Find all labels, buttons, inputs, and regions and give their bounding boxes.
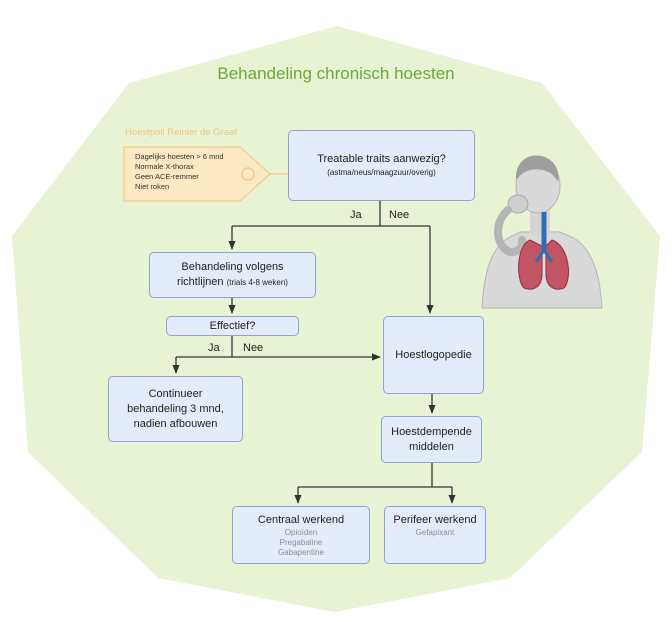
drug-item: Opioïden xyxy=(284,527,318,537)
node-hoestlogopedie: Hoestlogopedie xyxy=(383,316,484,394)
edge-label-nee: Nee xyxy=(243,342,264,354)
node-title: Centraal werkend xyxy=(257,513,345,526)
node-centraal-werkend: Centraal werkend Opioïden Pregabaline Ga… xyxy=(232,506,370,564)
flow-connectors xyxy=(172,201,456,504)
drug-item: Gabapentine xyxy=(278,547,324,557)
drug-item: Gefapixant xyxy=(415,528,455,537)
criteria-tag-shape xyxy=(123,146,271,202)
node-effectief: Effectief? xyxy=(166,316,299,336)
criteria-item: Niet roken xyxy=(135,182,170,191)
criteria-list: Dagelijks hoesten > 6 mnd Normale X-thor… xyxy=(135,152,224,192)
node-title-line3: nadien afbouwen xyxy=(133,417,218,430)
node-treatable-traits: Treatable traits aanwezig? (astma/neus/m… xyxy=(288,130,475,201)
node-title-line2: richtlijnen xyxy=(177,276,224,288)
node-title-line2: behandeling 3 mnd, xyxy=(127,402,224,415)
node-title: Effectief? xyxy=(209,319,256,332)
node-title: Treatable traits aanwezig? xyxy=(317,153,446,165)
tag-hole-icon xyxy=(241,167,255,181)
node-subtitle: (astma/neus/maagzuur/overig) xyxy=(327,168,436,177)
right-lung-icon xyxy=(545,239,569,290)
coughing-person-illustration xyxy=(481,155,603,309)
criteria-item: Dagelijks hoesten > 6 mnd xyxy=(135,152,224,161)
node-title-line1: Continueer xyxy=(148,387,203,400)
node-title: Hoestlogopedie xyxy=(395,348,472,361)
node-title: Perifeer werkend xyxy=(393,514,477,526)
criteria-item: Geen ACE-remmer xyxy=(135,172,199,181)
node-perifeer-werkend: Perifeer werkend Gefapixant xyxy=(384,506,486,564)
edge-label-ja: Ja xyxy=(350,209,362,221)
node-title-line2: middelen xyxy=(409,440,454,453)
node-title: Behandeling volgens xyxy=(181,261,284,273)
node-continueer: Continueer behandeling 3 mnd, nadien afb… xyxy=(108,376,243,442)
edge-label-nee: Nee xyxy=(389,209,410,221)
criteria-item: Normale X-thorax xyxy=(135,162,194,171)
page-title: Behandeling chronisch hoesten xyxy=(217,64,455,83)
node-trial-note: (trials 4-8 weken) xyxy=(226,278,288,287)
edge-label-ja: Ja xyxy=(208,342,220,354)
node-hoestdempende-middelen: Hoestdempende middelen xyxy=(381,416,482,463)
node-title-line1: Hoestdempende xyxy=(391,425,472,438)
drug-item: Pregabaline xyxy=(279,537,323,547)
clinic-label: Hoestpoli Reinier de Graaf xyxy=(125,127,237,138)
left-lung-icon xyxy=(518,239,543,290)
node-behandeling-richtlijnen: Behandeling volgens richtlijnen (trials … xyxy=(149,252,316,298)
